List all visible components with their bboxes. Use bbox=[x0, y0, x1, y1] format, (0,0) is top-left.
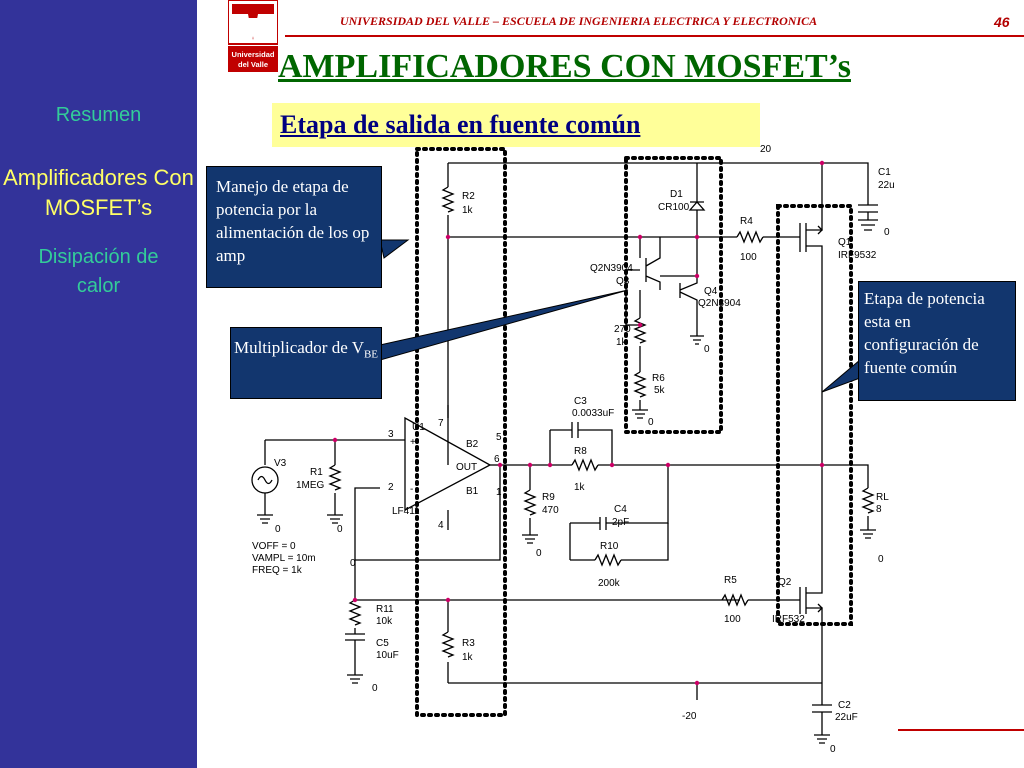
svg-text:200k: 200k bbox=[598, 578, 621, 589]
svg-text:Q1: Q1 bbox=[838, 237, 852, 248]
university-header: UNIVERSIDAD DEL VALLE – ESCUELA DE INGEN… bbox=[340, 14, 818, 28]
svg-text:del Valle: del Valle bbox=[238, 60, 268, 69]
callout-multiplicador-text: Multiplicador de V bbox=[233, 338, 364, 357]
svg-text:20: 20 bbox=[760, 144, 772, 155]
svg-text:2pF: 2pF bbox=[612, 517, 629, 528]
vbe-multiplier-box bbox=[624, 156, 723, 434]
svg-text:C3: C3 bbox=[574, 396, 587, 407]
svg-text:8: 8 bbox=[876, 504, 882, 515]
svg-text:R9: R9 bbox=[542, 492, 555, 503]
svg-text:0: 0 bbox=[704, 344, 710, 355]
svg-text:0: 0 bbox=[884, 227, 890, 238]
svg-text:VAMPL = 10m: VAMPL = 10m bbox=[252, 553, 316, 564]
svg-text:B1: B1 bbox=[466, 486, 479, 497]
svg-text:C1: C1 bbox=[878, 167, 891, 178]
callout-multiplicador: Multiplicador de VBE bbox=[230, 327, 382, 399]
svg-text:RL: RL bbox=[876, 492, 889, 503]
svg-text:0: 0 bbox=[350, 558, 356, 569]
university-logo: Universidad del Valle bbox=[228, 0, 278, 72]
svg-text:Q2N3904: Q2N3904 bbox=[590, 263, 633, 274]
svg-text:1MEG: 1MEG bbox=[296, 480, 325, 491]
svg-text:1k: 1k bbox=[462, 652, 474, 663]
svg-text:IRF9532: IRF9532 bbox=[838, 250, 877, 261]
svg-text:C2: C2 bbox=[838, 700, 851, 711]
svg-text:0: 0 bbox=[648, 417, 654, 428]
power-stage-box bbox=[776, 204, 853, 626]
footer-divider bbox=[898, 729, 1024, 731]
svg-text:IRF532: IRF532 bbox=[772, 614, 805, 625]
svg-text:VOFF = 0: VOFF = 0 bbox=[252, 541, 296, 552]
svg-text:100: 100 bbox=[724, 614, 741, 625]
sidebar-item-disipacion[interactable]: Disipación de calor bbox=[38, 246, 159, 297]
svg-text:100: 100 bbox=[740, 252, 757, 263]
sidebar: Resumen Amplificadores Con MOSFET’s Disi… bbox=[0, 0, 197, 768]
svg-text:FREQ = 1k: FREQ = 1k bbox=[252, 565, 303, 576]
callout-multiplicador-sub: BE bbox=[363, 348, 379, 361]
svg-text:1k: 1k bbox=[616, 337, 628, 348]
svg-text:22uF: 22uF bbox=[835, 712, 858, 723]
svg-text:R3: R3 bbox=[462, 638, 475, 649]
svg-text:5: 5 bbox=[496, 432, 502, 443]
svg-text:0: 0 bbox=[830, 744, 836, 755]
svg-text:Q3: Q3 bbox=[616, 276, 630, 287]
svg-text:D1: D1 bbox=[670, 189, 683, 200]
svg-text:7: 7 bbox=[438, 418, 444, 429]
svg-text:Q2: Q2 bbox=[778, 577, 792, 588]
svg-text:+: + bbox=[410, 437, 416, 448]
svg-text:6: 6 bbox=[494, 454, 500, 465]
svg-text:1k: 1k bbox=[574, 482, 586, 493]
svg-text:R4: R4 bbox=[740, 216, 753, 227]
svg-text:10uF: 10uF bbox=[376, 650, 399, 661]
svg-text:3: 3 bbox=[388, 429, 394, 440]
svg-text:0: 0 bbox=[372, 683, 378, 694]
page-number: 46 bbox=[994, 14, 1010, 30]
callout-etapa: Etapa de potencia esta en configuración … bbox=[858, 281, 1016, 401]
svg-text:4: 4 bbox=[438, 520, 444, 531]
svg-text:-20: -20 bbox=[682, 711, 697, 722]
svg-text:Universidad: Universidad bbox=[232, 50, 275, 59]
svg-text:R1: R1 bbox=[310, 467, 323, 478]
svg-text:0: 0 bbox=[275, 524, 281, 535]
svg-text:270: 270 bbox=[614, 324, 631, 335]
svg-text:C5: C5 bbox=[376, 638, 389, 649]
svg-text:1k: 1k bbox=[462, 205, 474, 216]
svg-text:LF411: LF411 bbox=[392, 506, 420, 517]
svg-text:V3: V3 bbox=[274, 458, 287, 469]
svg-text:0: 0 bbox=[337, 524, 343, 535]
svg-text:0: 0 bbox=[536, 548, 542, 559]
svg-text:R2: R2 bbox=[462, 191, 475, 202]
callout-manejo: Manejo de etapa de potencia por la alime… bbox=[206, 166, 382, 288]
svg-text:R11: R11 bbox=[376, 604, 394, 615]
svg-text:-: - bbox=[410, 484, 413, 495]
svg-text:0: 0 bbox=[878, 554, 884, 565]
svg-text:22u: 22u bbox=[878, 180, 895, 191]
svg-text:R6: R6 bbox=[652, 373, 665, 384]
section-subtitle: Etapa de salida en fuente común bbox=[272, 103, 760, 147]
svg-text:10k: 10k bbox=[376, 616, 393, 627]
svg-text:C4: C4 bbox=[614, 504, 627, 515]
svg-text:5k: 5k bbox=[654, 385, 666, 396]
svg-text:R8: R8 bbox=[574, 446, 587, 457]
svg-text:OUT: OUT bbox=[456, 462, 477, 473]
svg-text:470: 470 bbox=[542, 505, 559, 516]
header-divider bbox=[285, 35, 1024, 37]
driver-resistor-box bbox=[415, 147, 507, 717]
sidebar-item-resumen[interactable]: Resumen bbox=[55, 104, 142, 126]
svg-text:R10: R10 bbox=[600, 541, 619, 552]
svg-text:2: 2 bbox=[388, 482, 394, 493]
sidebar-item-amplificadores[interactable]: Amplificadores Con MOSFET’s bbox=[3, 165, 194, 220]
svg-text:0.0033uF: 0.0033uF bbox=[572, 408, 614, 419]
svg-text:CR100: CR100 bbox=[658, 202, 690, 213]
svg-text:Q4: Q4 bbox=[704, 286, 718, 297]
svg-text:1: 1 bbox=[496, 487, 502, 498]
svg-text:R5: R5 bbox=[724, 575, 737, 586]
svg-text:B2: B2 bbox=[466, 439, 479, 450]
page-title: AMPLIFICADORES CON MOSFET’s bbox=[278, 48, 851, 85]
